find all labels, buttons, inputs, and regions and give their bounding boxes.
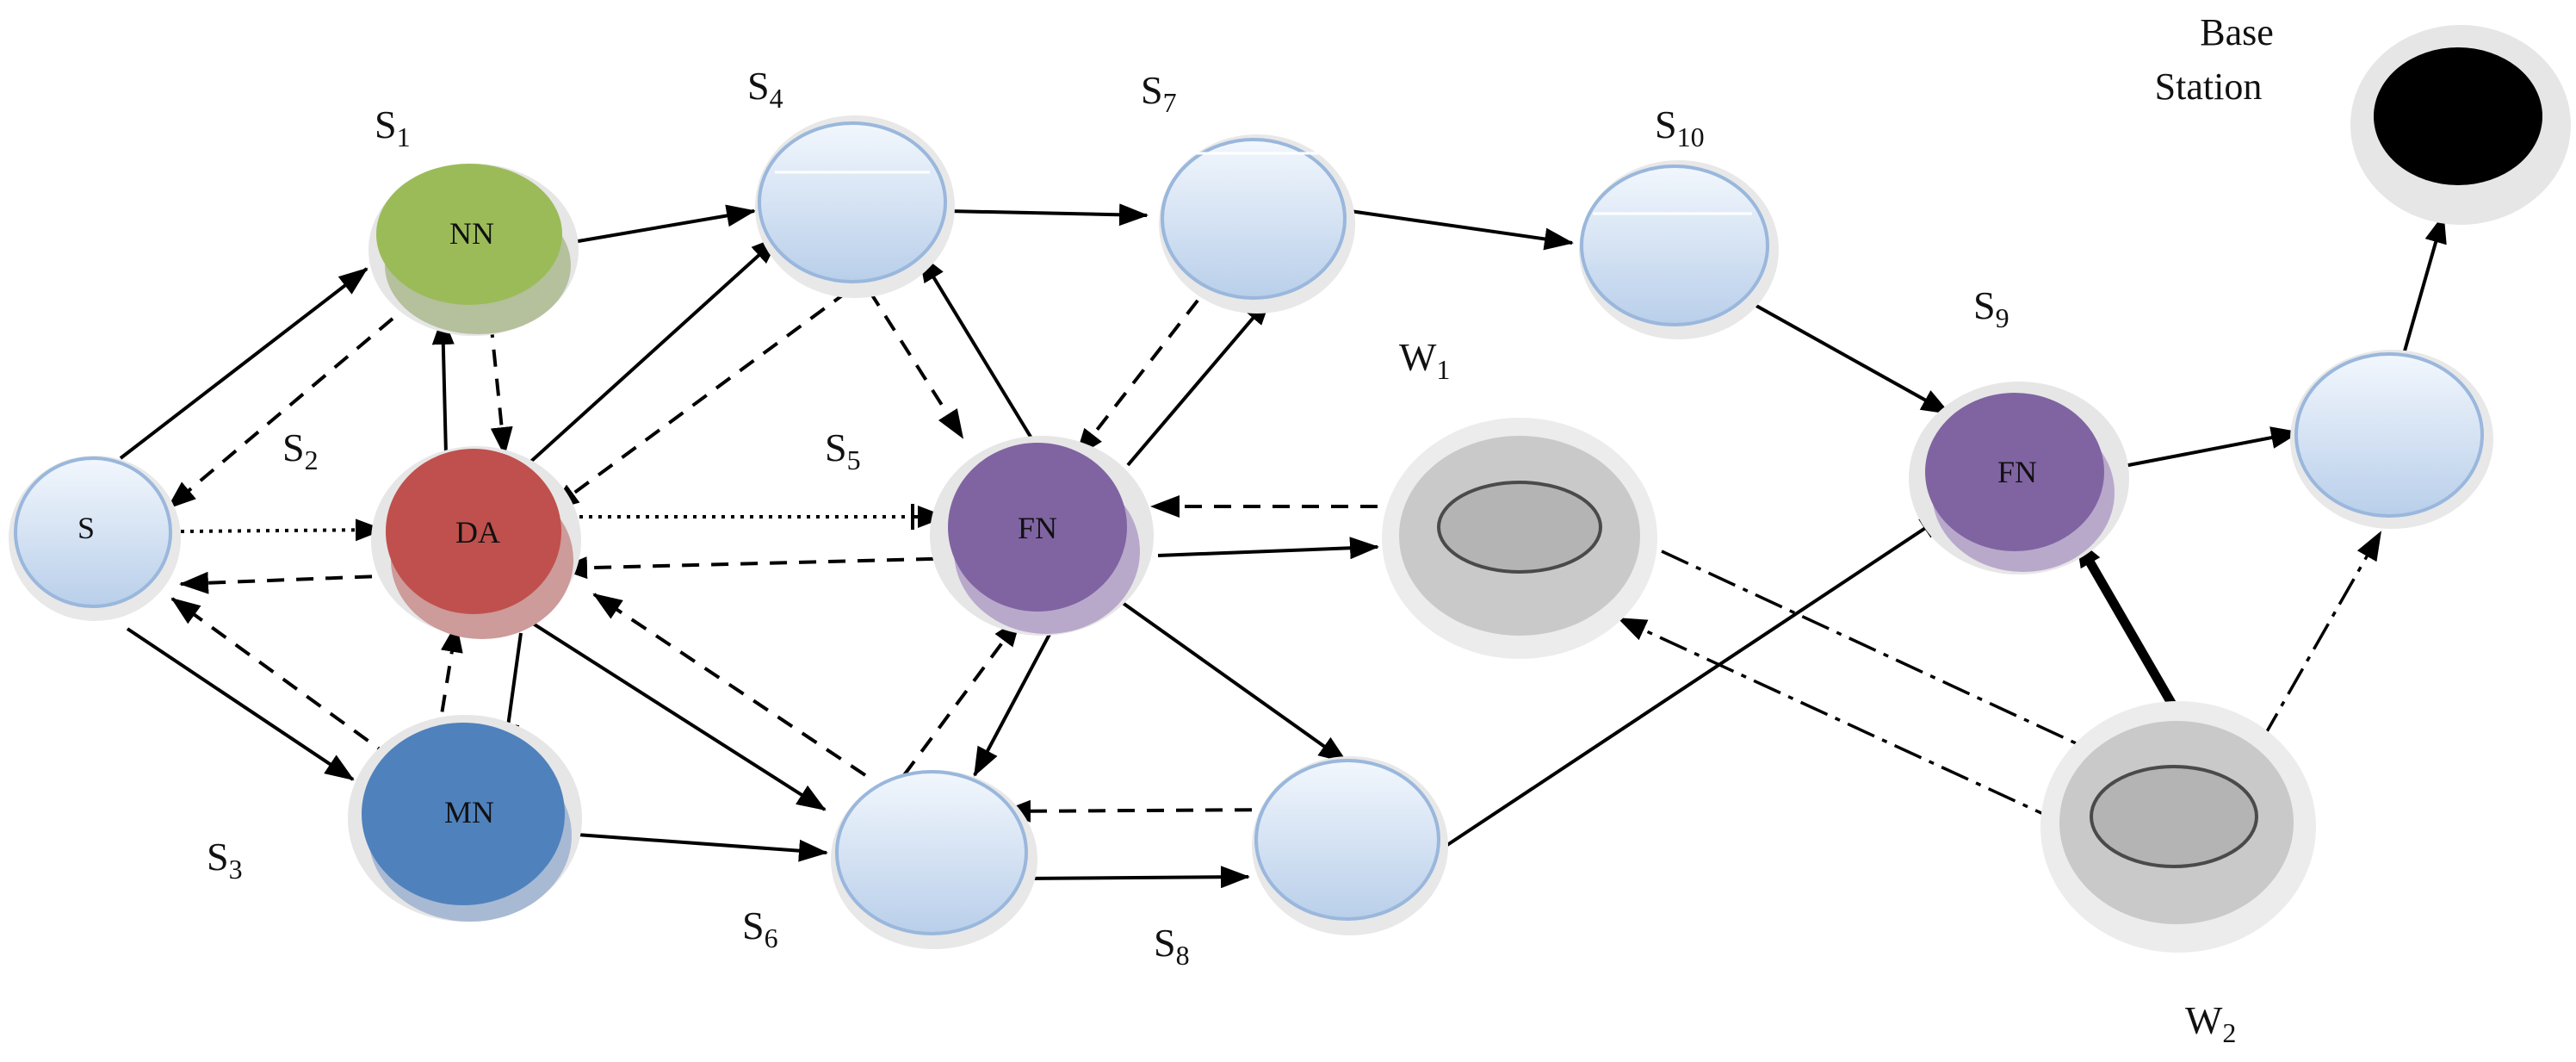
edge-s5-to-s7 <box>1126 295 1273 467</box>
node-w1-wormhole <box>1382 418 1657 659</box>
edge-s5-to-s4 <box>918 252 1035 443</box>
label-s2: S2 <box>282 425 319 475</box>
edge-s5-to-s8 <box>1109 593 1348 764</box>
edge-w2-to-w1 <box>1617 617 2063 824</box>
node-s2-text: DA <box>455 515 500 550</box>
node-s1-text: NN <box>449 216 494 251</box>
node-s7 <box>1159 134 1355 314</box>
node-s3-text: MN <box>444 795 494 829</box>
label-w2: W2 <box>2185 998 2236 1048</box>
node-s: S <box>9 456 181 621</box>
node-s4 <box>755 115 955 298</box>
label-s7: S7 <box>1141 68 1177 118</box>
edge-w2-to-relay <box>2261 531 2382 740</box>
edge-relay-to-base <box>2400 214 2447 361</box>
edge-s6-to-s8 <box>1022 866 1250 889</box>
label-s9: S9 <box>1973 283 2009 333</box>
edge-s-to-s2-dotted <box>180 519 385 542</box>
edge-s8-to-s9 <box>1440 512 1949 850</box>
label-s1: S1 <box>375 102 411 152</box>
edge-s9-to-relay <box>2119 426 2300 469</box>
edge-s1-to-s <box>166 298 417 510</box>
node-s6 <box>831 770 1037 949</box>
edge-s6-to-s5 <box>902 617 1022 777</box>
label-s10: S10 <box>1655 102 1705 152</box>
edge-s2-to-s1 <box>431 315 455 456</box>
node-s2-da: DA <box>371 446 581 639</box>
edge-s8-to-s6 <box>1001 799 1282 823</box>
node-s-text: S <box>77 511 95 545</box>
label-s5: S5 <box>825 425 861 475</box>
edge-s-to-s3 <box>126 627 355 781</box>
edges <box>119 203 2447 889</box>
label-base-line1: Base <box>2200 11 2274 53</box>
edge-s7-to-s10 <box>1349 209 1574 251</box>
edge-s2-to-s4 <box>525 235 781 467</box>
edge-s2-to-s <box>179 571 402 594</box>
edge-s5-to-s6 <box>973 612 1062 777</box>
edge-s-to-s1 <box>119 267 368 460</box>
edge-s10-to-s9 <box>1740 295 1951 415</box>
node-s5-text: FN <box>1018 511 1057 545</box>
edge-s7-to-s5 <box>1074 276 1217 458</box>
nodes: S NN DA MN <box>9 25 2571 953</box>
edge-s5-to-s2 <box>558 556 963 580</box>
label-s8: S8 <box>1154 921 1190 971</box>
edge-s4-to-s5 <box>868 289 964 439</box>
node-w2-wormhole <box>2040 701 2316 953</box>
edge-s4-to-s2 <box>549 289 850 512</box>
label-s6: S6 <box>742 904 778 953</box>
node-s1-nn: NN <box>368 164 579 336</box>
edge-s3-to-s <box>170 597 393 760</box>
edge-s6-to-s2 <box>592 593 867 777</box>
label-s4: S4 <box>747 64 783 114</box>
edge-s1-to-s2 <box>489 320 513 456</box>
edge-s3-to-s2 <box>436 623 463 742</box>
labels: S1 S2 S3 S4 S5 S6 S7 S8 S9 S10 W1 <box>207 11 2274 1048</box>
node-s9-text: FN <box>1997 455 2037 489</box>
node-s5-fn: FN <box>930 436 1154 636</box>
node-base-station <box>2350 25 2571 225</box>
label-w1: W1 <box>1399 335 1450 385</box>
node-s9-fn: FN <box>1909 382 2129 574</box>
edge-s2-to-s6 <box>519 614 827 811</box>
edge-s4-to-s7 <box>946 203 1149 227</box>
edge-w2-to-s9 <box>2072 537 2183 717</box>
edge-s5-to-w1 <box>1157 537 1379 560</box>
node-s8 <box>1252 756 1448 935</box>
edge-s1-to-s4 <box>567 204 756 245</box>
edge-s3-to-s6 <box>564 832 828 862</box>
node-s3-mn: MN <box>348 715 582 922</box>
node-s10 <box>1579 160 1779 339</box>
edge-w1-to-w2 <box>1661 550 2109 760</box>
node-relay <box>2290 350 2493 529</box>
label-base-line2: Station <box>2155 65 2263 108</box>
label-s3: S3 <box>207 835 243 885</box>
